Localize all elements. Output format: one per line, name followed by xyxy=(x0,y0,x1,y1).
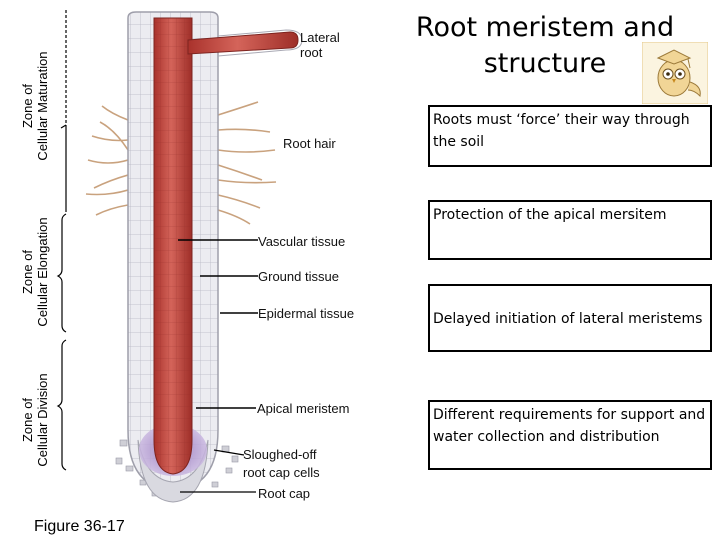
title-line: Root meristem and xyxy=(415,12,675,43)
figure-caption: Figure 36-17 xyxy=(34,518,125,535)
text-box-protection: Protection of the apical mersitem xyxy=(428,200,712,260)
label-line: Lateral xyxy=(300,30,340,45)
label-ground-tissue: Ground tissue xyxy=(258,269,339,284)
title-line: structure xyxy=(483,48,607,79)
label-epidermal-tissue: Epidermal tissue xyxy=(258,306,355,321)
label-vascular-tissue: Vascular tissue xyxy=(258,234,346,249)
label-apical-meristem: Apical meristem xyxy=(257,401,350,416)
sloughed-cells xyxy=(115,439,239,497)
label-root-hair: Root hair xyxy=(283,136,336,151)
owl-graduate-icon xyxy=(642,42,708,104)
label-root-cap: Root cap xyxy=(258,486,311,501)
label-line: root cap cells xyxy=(243,465,320,480)
label-lateral-root: Lateral root xyxy=(300,30,340,60)
root-cap xyxy=(137,439,209,503)
text-box-requirements: Different requirements for support and w… xyxy=(428,400,712,470)
root-illustration xyxy=(85,11,303,503)
label-line: root xyxy=(300,45,323,60)
text-box-delayed-initiation: Delayed initiation of lateral meristems xyxy=(428,284,712,352)
text-box-force: Roots must ‘force’ their way through the… xyxy=(428,105,712,167)
lateral-root xyxy=(187,31,299,55)
page-title: Root meristem and structure xyxy=(400,10,690,82)
root-hairs xyxy=(85,101,277,225)
label-line: Sloughed-off xyxy=(243,447,317,462)
label-sloughed-cells: Sloughed-off root cap cells xyxy=(243,446,320,482)
